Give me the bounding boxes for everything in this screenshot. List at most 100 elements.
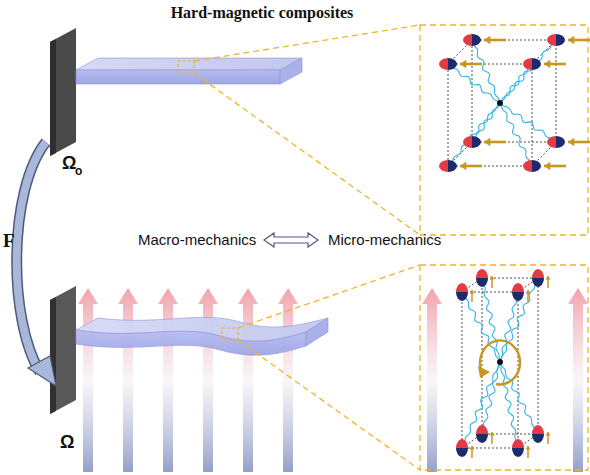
polymer-chain — [462, 362, 500, 448]
stroke — [448, 64, 532, 166]
magnetic-particle — [523, 160, 541, 172]
polymer-chain — [472, 40, 500, 103]
stroke — [556, 34, 565, 46]
polymer-chain — [448, 103, 500, 166]
stroke — [489, 432, 494, 436]
field-arrow — [158, 288, 178, 472]
polymer-chain — [500, 40, 556, 103]
stroke — [545, 432, 550, 436]
magnetic-particle — [512, 439, 524, 457]
stroke — [523, 160, 532, 172]
magnetic-particle — [463, 136, 481, 148]
stroke — [484, 138, 490, 147]
stroke — [532, 58, 541, 70]
stroke — [523, 58, 532, 70]
stroke — [476, 278, 488, 287]
stroke — [482, 278, 538, 434]
stroke — [532, 434, 544, 443]
scale-label: Micro-mechanics — [328, 231, 441, 248]
stroke — [448, 58, 457, 70]
stroke — [456, 283, 468, 292]
deformation-gradient: F — [3, 230, 15, 252]
stroke — [476, 434, 488, 443]
polymer-chain — [500, 103, 532, 166]
title: Hard-magnetic composites — [171, 4, 354, 22]
magnetic-particle — [456, 283, 468, 301]
stroke — [484, 36, 490, 45]
stroke — [512, 448, 524, 457]
polymer-chain — [448, 64, 500, 103]
magnetic-particle — [523, 58, 541, 70]
field-arrow — [422, 288, 442, 472]
stroke — [512, 283, 524, 292]
stroke — [512, 439, 524, 448]
stroke — [525, 446, 530, 450]
polymer-chain — [472, 103, 500, 142]
field-arrow — [78, 288, 98, 472]
scale-label: Macro-mechanics — [138, 231, 256, 248]
stroke — [532, 278, 544, 287]
stroke — [469, 290, 474, 294]
polymer-chain — [500, 278, 538, 362]
magnetic-particle — [532, 425, 544, 443]
stroke — [532, 425, 544, 434]
subscript: o — [75, 164, 82, 178]
double-arrow — [264, 233, 318, 247]
magnetic-field-arrows — [78, 288, 588, 472]
magnetic-particle — [439, 160, 457, 172]
polymer-chain — [500, 292, 518, 362]
stroke — [547, 34, 556, 46]
stroke — [532, 269, 544, 278]
stroke — [456, 439, 468, 448]
stroke — [456, 448, 468, 457]
magnetic-particle — [439, 58, 457, 70]
stroke — [556, 136, 565, 148]
stroke — [568, 36, 574, 45]
stroke — [472, 136, 481, 148]
stroke — [544, 60, 550, 69]
field-arrow — [278, 288, 298, 472]
magnetic-particle — [456, 439, 468, 457]
stroke — [544, 162, 550, 171]
stroke — [460, 60, 466, 69]
stroke — [460, 162, 466, 171]
micro-cell-deformed — [456, 269, 551, 458]
stroke — [568, 138, 574, 147]
stroke — [545, 276, 550, 280]
stroke — [456, 292, 468, 301]
field-arrow — [568, 288, 588, 472]
stroke — [469, 446, 474, 450]
stroke — [525, 290, 530, 294]
crosslink — [497, 359, 503, 365]
magnetic-particle — [476, 425, 488, 443]
crosslink — [497, 100, 503, 106]
stroke — [512, 292, 524, 301]
magnetic-particle — [463, 34, 481, 46]
field-arrow — [238, 288, 258, 472]
stroke — [462, 292, 518, 448]
deformation-arrow — [17, 142, 56, 386]
micro-cell-undeformed — [439, 34, 590, 172]
field-arrow — [198, 288, 218, 472]
stroke — [489, 276, 494, 280]
magnetic-particle — [547, 136, 565, 148]
rotation-arrowhead — [478, 366, 490, 378]
polymer-chain — [500, 103, 556, 142]
stroke — [547, 136, 556, 148]
stroke — [439, 58, 448, 70]
magnetic-particle — [476, 269, 488, 287]
cantilever-deformed — [50, 286, 328, 414]
domain-symbol: Ω — [62, 153, 76, 174]
stroke — [463, 136, 472, 148]
magnetic-particle — [532, 269, 544, 287]
stroke — [472, 34, 481, 46]
cantilever-undeformed — [50, 28, 302, 156]
domain-symbol: Ω — [60, 432, 74, 453]
stroke — [439, 160, 448, 172]
stroke — [476, 269, 488, 278]
stroke — [463, 34, 472, 46]
rotation-arrow — [480, 340, 520, 384]
stroke — [476, 425, 488, 434]
magnetic-particle — [547, 34, 565, 46]
